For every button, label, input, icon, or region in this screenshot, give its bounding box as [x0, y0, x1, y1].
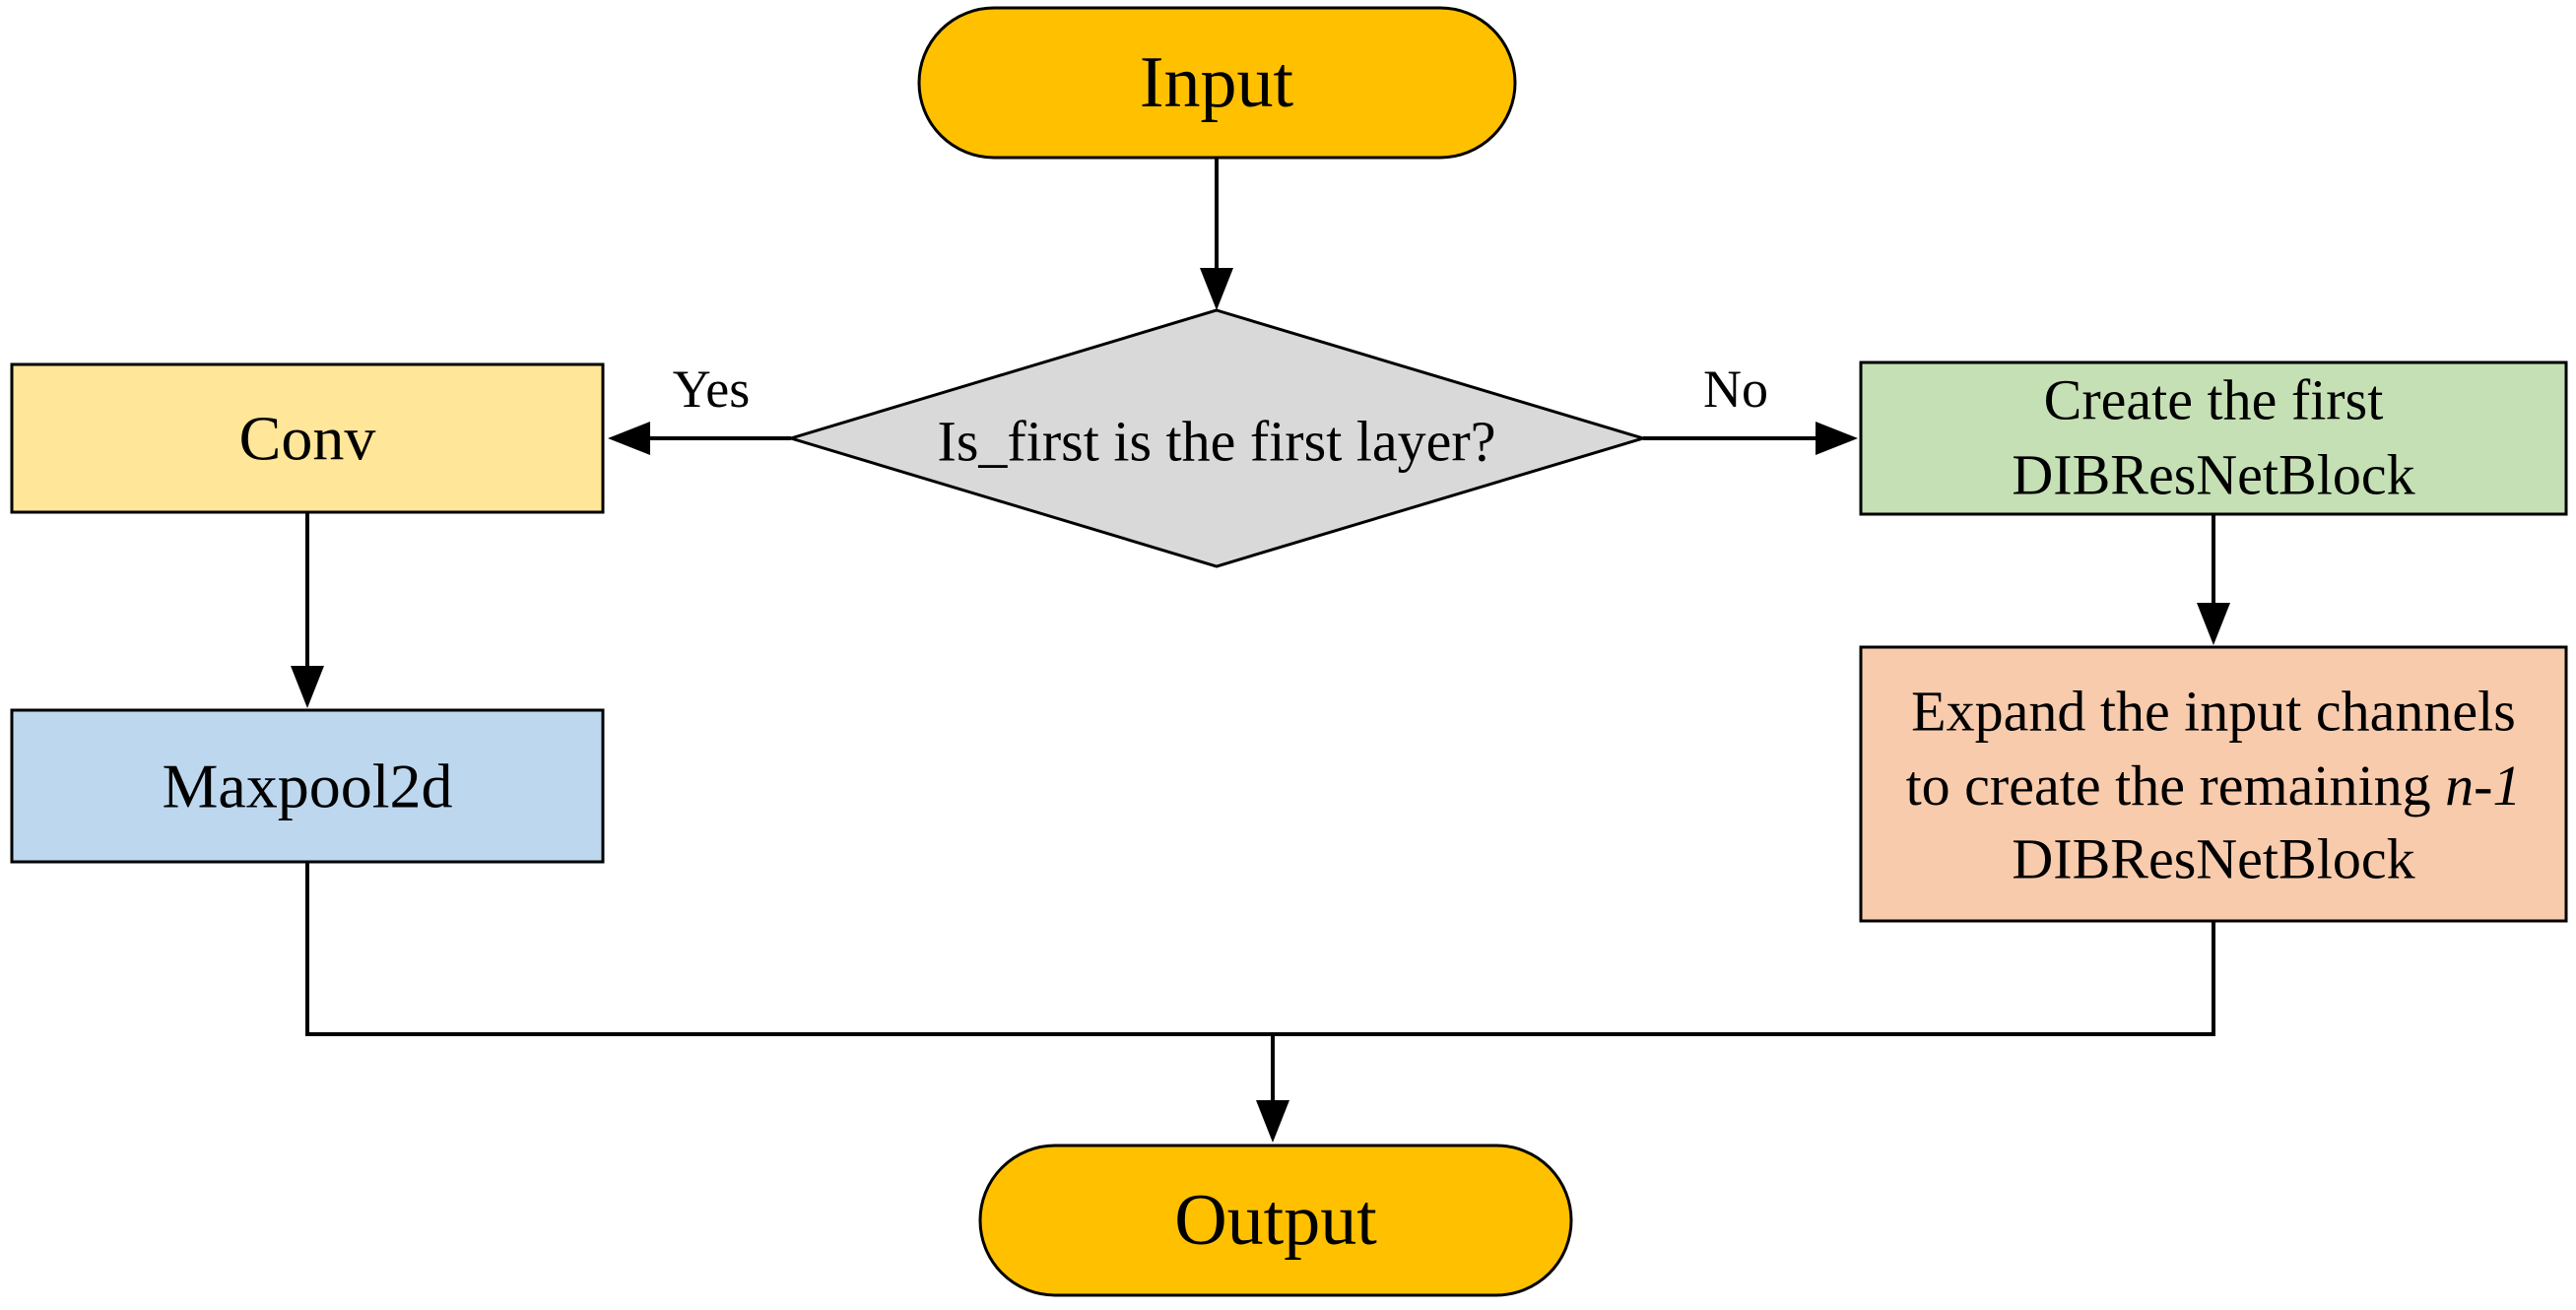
arrowhead-create-first-to-expand [2197, 603, 2230, 645]
expand-label-line1: Expand the input channels [1911, 680, 2516, 744]
expand-shape [1859, 645, 2568, 923]
output-terminal-shape [978, 1144, 1573, 1297]
conv-node: Conv [10, 362, 605, 514]
edge-label-yes: Yes [673, 360, 751, 419]
input-terminal-label: Input [1140, 42, 1294, 123]
expand-label-line2-text: to create the remaining [1906, 753, 2446, 818]
decision-label: Is_first is the first layer? [938, 410, 1496, 474]
input-terminal: Input [917, 6, 1517, 160]
decision-shape [785, 308, 1649, 568]
create-first-label-line2: DIBResNetBlock [2012, 443, 2414, 507]
connectors [291, 158, 2230, 1143]
expand-label-line3: DIBResNetBlock [2012, 827, 2414, 891]
input-terminal-shape [917, 6, 1517, 160]
arrowhead-decision-to-create-first [1816, 422, 1858, 455]
arrowhead-conv-to-maxpool [291, 666, 324, 708]
create-first-node: Create the first DIBResNetBlock [1859, 360, 2568, 516]
decision-node: Is_first is the first layer? [785, 308, 1649, 568]
create-first-label-line1: Create the first [2044, 368, 2384, 432]
conv-shape [10, 362, 605, 514]
maxpool-label: Maxpool2d [162, 752, 452, 821]
expand-label-line2: to create the remaining n-1 [1906, 753, 2522, 818]
maxpool-node: Maxpool2d [10, 708, 605, 864]
edge-maxpool-merge [305, 862, 2215, 1036]
expand-node: Expand the input channels to create the … [1859, 645, 2568, 923]
edge-label-no: No [1703, 360, 1768, 419]
maxpool-shape [10, 708, 605, 864]
arrowhead-decision-to-conv [608, 422, 650, 455]
expand-label-line2-italic: n-1 [2445, 753, 2521, 818]
arrowhead-input-to-decision [1200, 268, 1233, 310]
arrowhead-merge-to-output [1256, 1100, 1289, 1143]
create-first-shape [1859, 360, 2568, 516]
conv-label: Conv [239, 404, 376, 474]
output-terminal-label: Output [1174, 1180, 1377, 1261]
output-terminal: Output [978, 1144, 1573, 1297]
